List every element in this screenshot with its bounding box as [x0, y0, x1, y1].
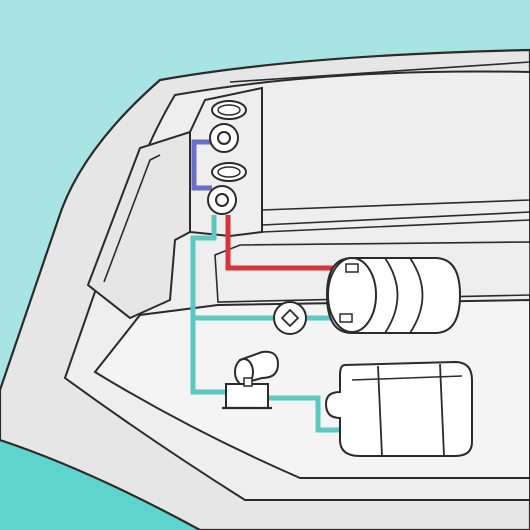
- water-pump[interactable]: [222, 350, 280, 410]
- crossover-pipe: [191, 139, 212, 191]
- pump-terminal: [243, 377, 253, 387]
- hot-water-pipe: [225, 215, 352, 271]
- inline-filter[interactable]: [273, 301, 307, 335]
- tank-rib-1: [377, 365, 383, 457]
- fresh-water-tank[interactable]: [324, 360, 473, 457]
- deck-fitting-rim: [217, 104, 241, 116]
- heater-hot-port: [345, 263, 359, 273]
- cold-water-pipe-tank: [268, 395, 352, 433]
- bench-shadow-line: [103, 154, 161, 283]
- cold-water-pipe-main: [190, 215, 238, 395]
- tank-icon: [324, 360, 473, 457]
- heater-band-2: [409, 257, 424, 334]
- shower-outlet-lower[interactable]: [207, 162, 247, 215]
- deck-fitting-port: [217, 131, 231, 145]
- deck-fitting-port: [215, 193, 229, 207]
- shower-outlet-upper[interactable]: [209, 100, 247, 153]
- heater-band-1: [384, 257, 399, 334]
- cockpit-coaming: [229, 61, 530, 211]
- water-heater[interactable]: [325, 257, 462, 334]
- tank-rib-2: [439, 363, 445, 457]
- side-bench: [86, 130, 191, 320]
- heater-cold-port: [339, 313, 353, 323]
- tank-top-edge: [351, 375, 463, 381]
- pump-icon: [225, 383, 269, 409]
- deck-fitting-rim: [217, 166, 241, 178]
- filter-element: [280, 308, 300, 328]
- deck-step-line: [261, 211, 530, 233]
